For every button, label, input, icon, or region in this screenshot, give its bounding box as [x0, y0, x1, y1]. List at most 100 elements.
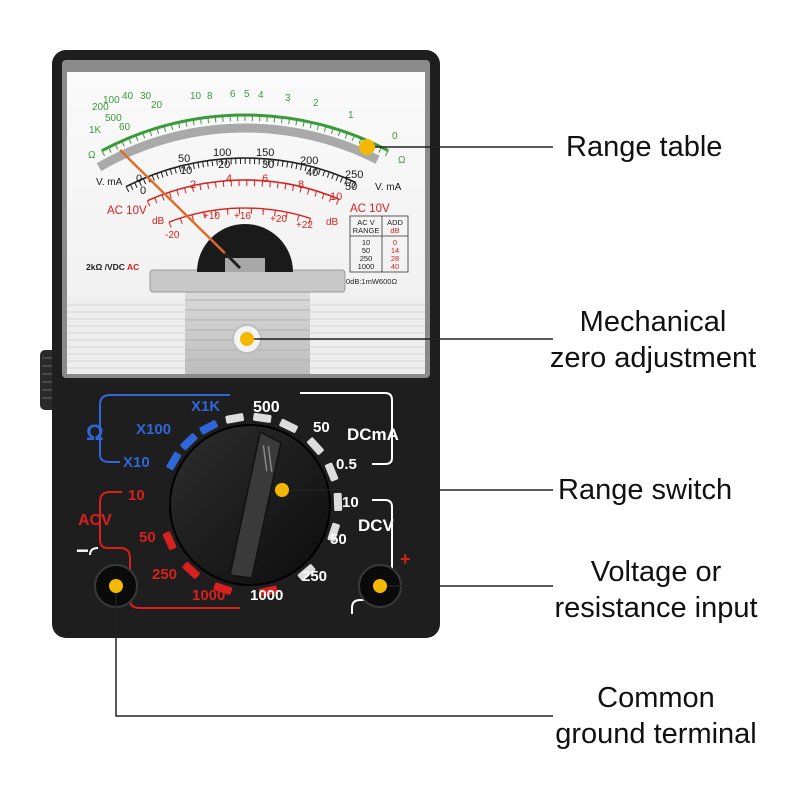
scale-tick	[348, 180, 352, 187]
callout-line: zero adjustment	[549, 342, 757, 374]
callout-voltage-input: Voltage or resistance input	[530, 554, 782, 626]
scale-tick	[321, 193, 325, 200]
scale-tick	[304, 165, 307, 172]
range-table-sub: RANGE	[353, 226, 380, 235]
scale-tick	[290, 162, 293, 169]
ohm-low-label: 60	[119, 122, 131, 133]
scale-tick	[316, 123, 320, 131]
callout-line: Mechanical	[579, 306, 727, 338]
ohm-tick-label: 2	[313, 98, 319, 109]
scale-tick	[176, 189, 180, 196]
scale-tick	[344, 178, 348, 185]
callout-line: Range switch	[558, 474, 733, 506]
dc-tick-label: 50	[178, 153, 190, 165]
ohm-bracket	[99, 394, 230, 463]
db-tick-label: +22	[296, 220, 313, 231]
dial-segment	[327, 522, 340, 542]
scale-tick	[154, 197, 158, 204]
scale-tick	[276, 182, 279, 189]
range-table-cell: 10	[362, 238, 370, 247]
ohm-low-label: 500	[105, 113, 122, 124]
ohm-tick-label: 20	[151, 100, 163, 111]
range-table-head: ADD	[387, 218, 403, 227]
ac-tick-label: 8	[298, 179, 304, 191]
scale-tick	[114, 143, 119, 150]
scale-tick	[313, 167, 317, 174]
callout-range-switch: Range switch	[558, 472, 732, 508]
ac-tick-label: 2	[190, 179, 196, 191]
scale-tick	[296, 214, 300, 221]
ohm-tick-label: 30	[140, 91, 152, 102]
scale-tick	[206, 160, 209, 167]
unit-label: V. mA	[96, 177, 123, 188]
dcma-range-500: 500	[253, 399, 280, 416]
scale-tick	[267, 159, 270, 166]
db-tick-label: +10	[203, 211, 220, 222]
scale-tick	[300, 164, 303, 171]
scale-tick	[107, 147, 112, 153]
db-tick-label: -20	[165, 230, 180, 241]
scale-tick	[192, 119, 195, 126]
scale-tick	[184, 187, 187, 194]
ohm-tick-label: 0	[392, 131, 398, 142]
dial-segment	[324, 462, 339, 482]
scale-tick	[121, 140, 125, 147]
ac-tick-label: 6	[262, 173, 268, 185]
dcv-range-250: 250	[302, 568, 327, 585]
dial-segment	[166, 451, 182, 471]
minus-bracket	[89, 547, 99, 556]
dc-zero: 0	[140, 185, 146, 197]
dc-tick-label: 100	[213, 147, 231, 159]
scale-tick	[358, 137, 362, 144]
scale-tick	[163, 125, 167, 132]
db-reference-label: 0dB:1mW600Ω	[346, 277, 397, 286]
ohm-tick-label: 8	[207, 91, 213, 102]
mirror-band	[96, 123, 380, 171]
scale-tick	[165, 170, 168, 177]
meter-scale: 200 100 40 30 20 10 8 6 5 4 3 2 1 0 1K 5…	[86, 89, 409, 286]
acv-range-1000: 1000	[192, 587, 225, 604]
scale-tick	[281, 160, 284, 167]
scale-tick	[272, 159, 275, 166]
dial-segment	[180, 433, 198, 451]
ac10-label: AC 10V	[107, 205, 147, 217]
dial-segment	[252, 412, 272, 423]
leader-common-ground	[115, 586, 553, 717]
scale-tick	[280, 117, 283, 124]
dial-segment	[333, 492, 343, 512]
scale-tick	[323, 125, 327, 132]
dc-tick-label: 30	[262, 159, 274, 171]
scale-tick	[128, 137, 132, 144]
acv-range-250: 250	[152, 566, 177, 583]
scale-tick	[129, 184, 134, 191]
dial-segment	[182, 562, 200, 579]
range-table-cell: 40	[391, 262, 399, 271]
callout-common-ground: Common ground terminal	[530, 680, 782, 752]
scale-tick	[168, 192, 172, 199]
ohm-symbol: Ω	[88, 150, 96, 161]
scale-tick	[337, 130, 341, 137]
ohm-tick-label: 40	[122, 91, 134, 102]
scale-tick	[302, 120, 305, 127]
scale-tick	[149, 130, 153, 137]
acv-bracket	[99, 491, 240, 609]
scale-tick	[179, 217, 183, 224]
scale-tick	[326, 171, 330, 178]
scale-tick	[146, 200, 151, 207]
knob-pointer	[229, 430, 282, 579]
scale-tick	[191, 185, 194, 192]
scale-tick	[178, 166, 182, 173]
range-table-cell: 14	[391, 246, 399, 255]
scale-tick	[273, 116, 276, 123]
dc-tick-label: 20	[218, 159, 230, 171]
scale-tick	[207, 117, 210, 124]
scale-tick	[351, 135, 355, 142]
callout-line: Voltage or	[590, 556, 722, 588]
range-table: AC V ADD RANGE dB 10 50 250 1000 0 14 28…	[349, 215, 409, 273]
scale-tick	[207, 182, 210, 189]
scale-tick	[309, 166, 312, 173]
scale-tick	[339, 176, 344, 183]
dcma-label: DCmA	[347, 425, 399, 444]
scale-tick	[308, 218, 311, 225]
